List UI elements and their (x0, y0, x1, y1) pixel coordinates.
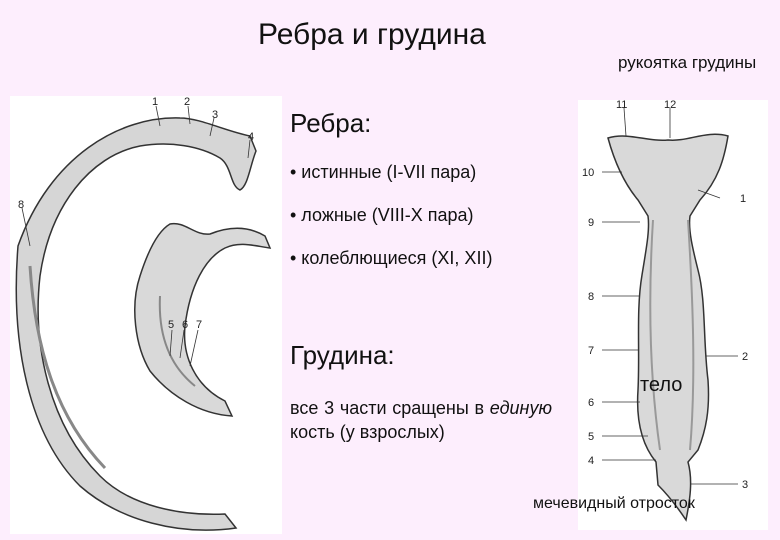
desc-part: кость (у взрослых) (290, 422, 445, 442)
manubrium-label: рукоятка грудины (618, 53, 757, 72)
sternum-illustration: 11 12 10 1 9 8 7 2 6 5 4 3 (578, 99, 768, 530)
small-rib (134, 222, 272, 417)
rib-number: 4 (248, 131, 254, 143)
rib-number: 7 (196, 319, 202, 331)
rib-number: 6 (182, 319, 188, 331)
sternum-number: 2 (742, 351, 748, 363)
rib-number: 8 (18, 199, 24, 211)
sternum-number: 12 (664, 100, 676, 111)
large-rib (15, 117, 257, 531)
sternum-number: 11 (616, 100, 627, 111)
slide-title: Ребра и грудина (258, 18, 486, 51)
ribs-heading: Ребра: (290, 108, 372, 138)
rib-type-floating: • колеблющиеся (XI, XII) (290, 248, 493, 268)
xiphoid-label: мечевидный отросток (533, 495, 695, 512)
sternum-number: 5 (588, 431, 594, 443)
sternum-heading: Грудина: (290, 340, 395, 370)
sternum-number: 1 (740, 193, 746, 205)
desc-part: все 3 части сращены в (290, 398, 490, 418)
rib-number: 2 (184, 96, 190, 108)
rib-number: 3 (212, 109, 218, 121)
sternum-number: 3 (742, 479, 748, 491)
sternum-bone (607, 133, 729, 522)
sternum-number: 6 (588, 397, 594, 409)
sternum-number: 10 (582, 167, 594, 179)
desc-emphasis: единую (489, 398, 552, 418)
rib-type-true: • истинные (I-VII пара) (290, 162, 477, 182)
rib-number: 1 (152, 96, 158, 108)
sternum-description: все 3 части сращены в единую кость (у вз… (290, 396, 552, 444)
sternum-body-label: тело (640, 374, 683, 396)
sternum-number: 7 (588, 345, 594, 357)
rib-type-false: • ложные (VIII-X пара) (290, 205, 474, 225)
rib-number: 5 (168, 319, 174, 331)
sternum-number: 4 (588, 455, 594, 467)
sternum-number: 9 (588, 217, 594, 229)
sternum-number: 8 (588, 291, 594, 303)
ribs-illustration: 1 2 3 4 8 5 6 7 (10, 96, 282, 534)
